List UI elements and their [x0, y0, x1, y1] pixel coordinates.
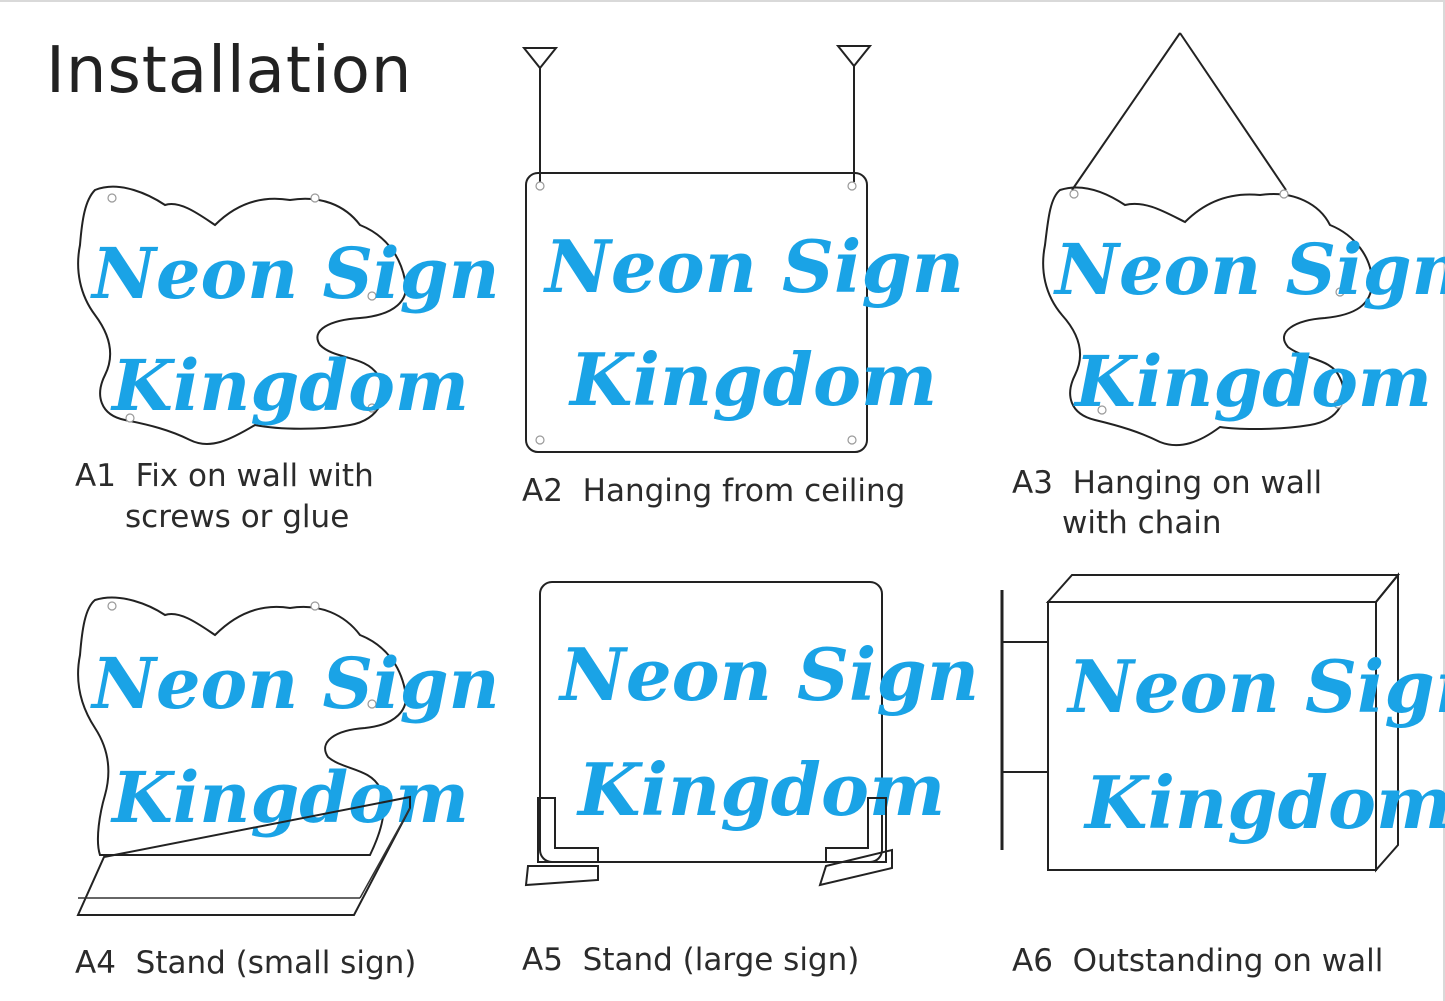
caption-a1: A1 Fix on wall with — [75, 456, 374, 497]
caption-a5: A5 Stand (large sign) — [522, 940, 859, 981]
a3-neon-line1: Neon Sign — [1053, 228, 1445, 311]
a1-neon-line1: Neon Sign — [90, 232, 499, 315]
caption-a6: A6 Outstanding on wall — [1012, 941, 1383, 982]
a2-neon-line1: Neon Sign — [543, 224, 964, 309]
caption-a1-line1: Fix on wall with — [135, 458, 374, 494]
caption-a4-line1: Stand (small sign) — [135, 945, 417, 981]
a5-stand-right — [825, 797, 887, 863]
panel-a6-illustration: Neon Sign Kingdom — [1000, 572, 1445, 873]
a5-sign-panel — [539, 581, 883, 863]
a1-sign-outline — [77, 185, 407, 445]
caption-a2-code: A2 — [522, 473, 563, 509]
caption-a1-code: A1 — [75, 458, 116, 494]
panel-a3-illustration: Neon Sign Kingdom — [1042, 32, 1445, 447]
caption-a4: A4 Stand (small sign) — [75, 943, 416, 984]
panel-a5-illustration: Neon Sign Kingdom — [524, 581, 979, 887]
a4-stand-base — [76, 795, 411, 916]
a4-neon-line2: Kingdom — [110, 756, 469, 839]
a5-neon-line2: Kingdom — [576, 747, 945, 832]
caption-a4-code: A4 — [75, 945, 116, 981]
caption-a3-line1: Hanging on wall — [1072, 465, 1323, 501]
a2-neon-line2: Kingdom — [568, 337, 937, 422]
caption-a2-line1: Hanging from ceiling — [582, 473, 906, 509]
page-title: Installation — [46, 34, 413, 108]
a1-neon-line2: Kingdom — [110, 344, 469, 427]
a4-neon-line1: Neon Sign — [90, 642, 499, 725]
a3-chain-right — [1179, 32, 1287, 191]
a2-sign-panel — [525, 172, 868, 453]
a3-sign-outline — [1042, 186, 1374, 447]
a6-box-top — [1045, 574, 1401, 603]
caption-a5-line1: Stand (large sign) — [582, 942, 860, 978]
caption-a1-line2: screws or glue — [125, 499, 350, 535]
caption-a6-code: A6 — [1012, 943, 1053, 979]
a2-ceiling-anchor-left — [521, 47, 559, 70]
a5-stand-left — [537, 797, 599, 863]
a3-neon-line2: Kingdom — [1073, 340, 1432, 423]
a6-box-face — [1047, 601, 1377, 871]
caption-a5-code: A5 — [522, 942, 563, 978]
a5-foot-right — [818, 848, 893, 887]
a6-neon-line2: Kingdom — [1083, 760, 1445, 845]
caption-a3: A3 Hanging on wall — [1012, 463, 1322, 504]
a4-stand-edge-side — [359, 807, 411, 899]
caption-a3-code: A3 — [1012, 465, 1053, 501]
panel-a2-illustration: Neon Sign Kingdom — [521, 45, 964, 453]
a5-foot-left — [524, 865, 599, 887]
a4-sign-outline — [77, 596, 407, 856]
caption-a6-line1: Outstanding on wall — [1072, 943, 1384, 979]
a3-chain-left — [1071, 32, 1181, 191]
caption-a2: A2 Hanging from ceiling — [522, 471, 905, 512]
caption-a3-line2: with chain — [1062, 505, 1222, 541]
a6-neon-line1: Neon Sign — [1066, 644, 1445, 729]
a2-ceiling-anchor-right — [835, 45, 873, 68]
a5-neon-line1: Neon Sign — [558, 632, 979, 717]
panel-a1-illustration: Neon Sign Kingdom — [77, 185, 499, 445]
panel-a4-illustration: Neon Sign Kingdom — [76, 596, 499, 916]
